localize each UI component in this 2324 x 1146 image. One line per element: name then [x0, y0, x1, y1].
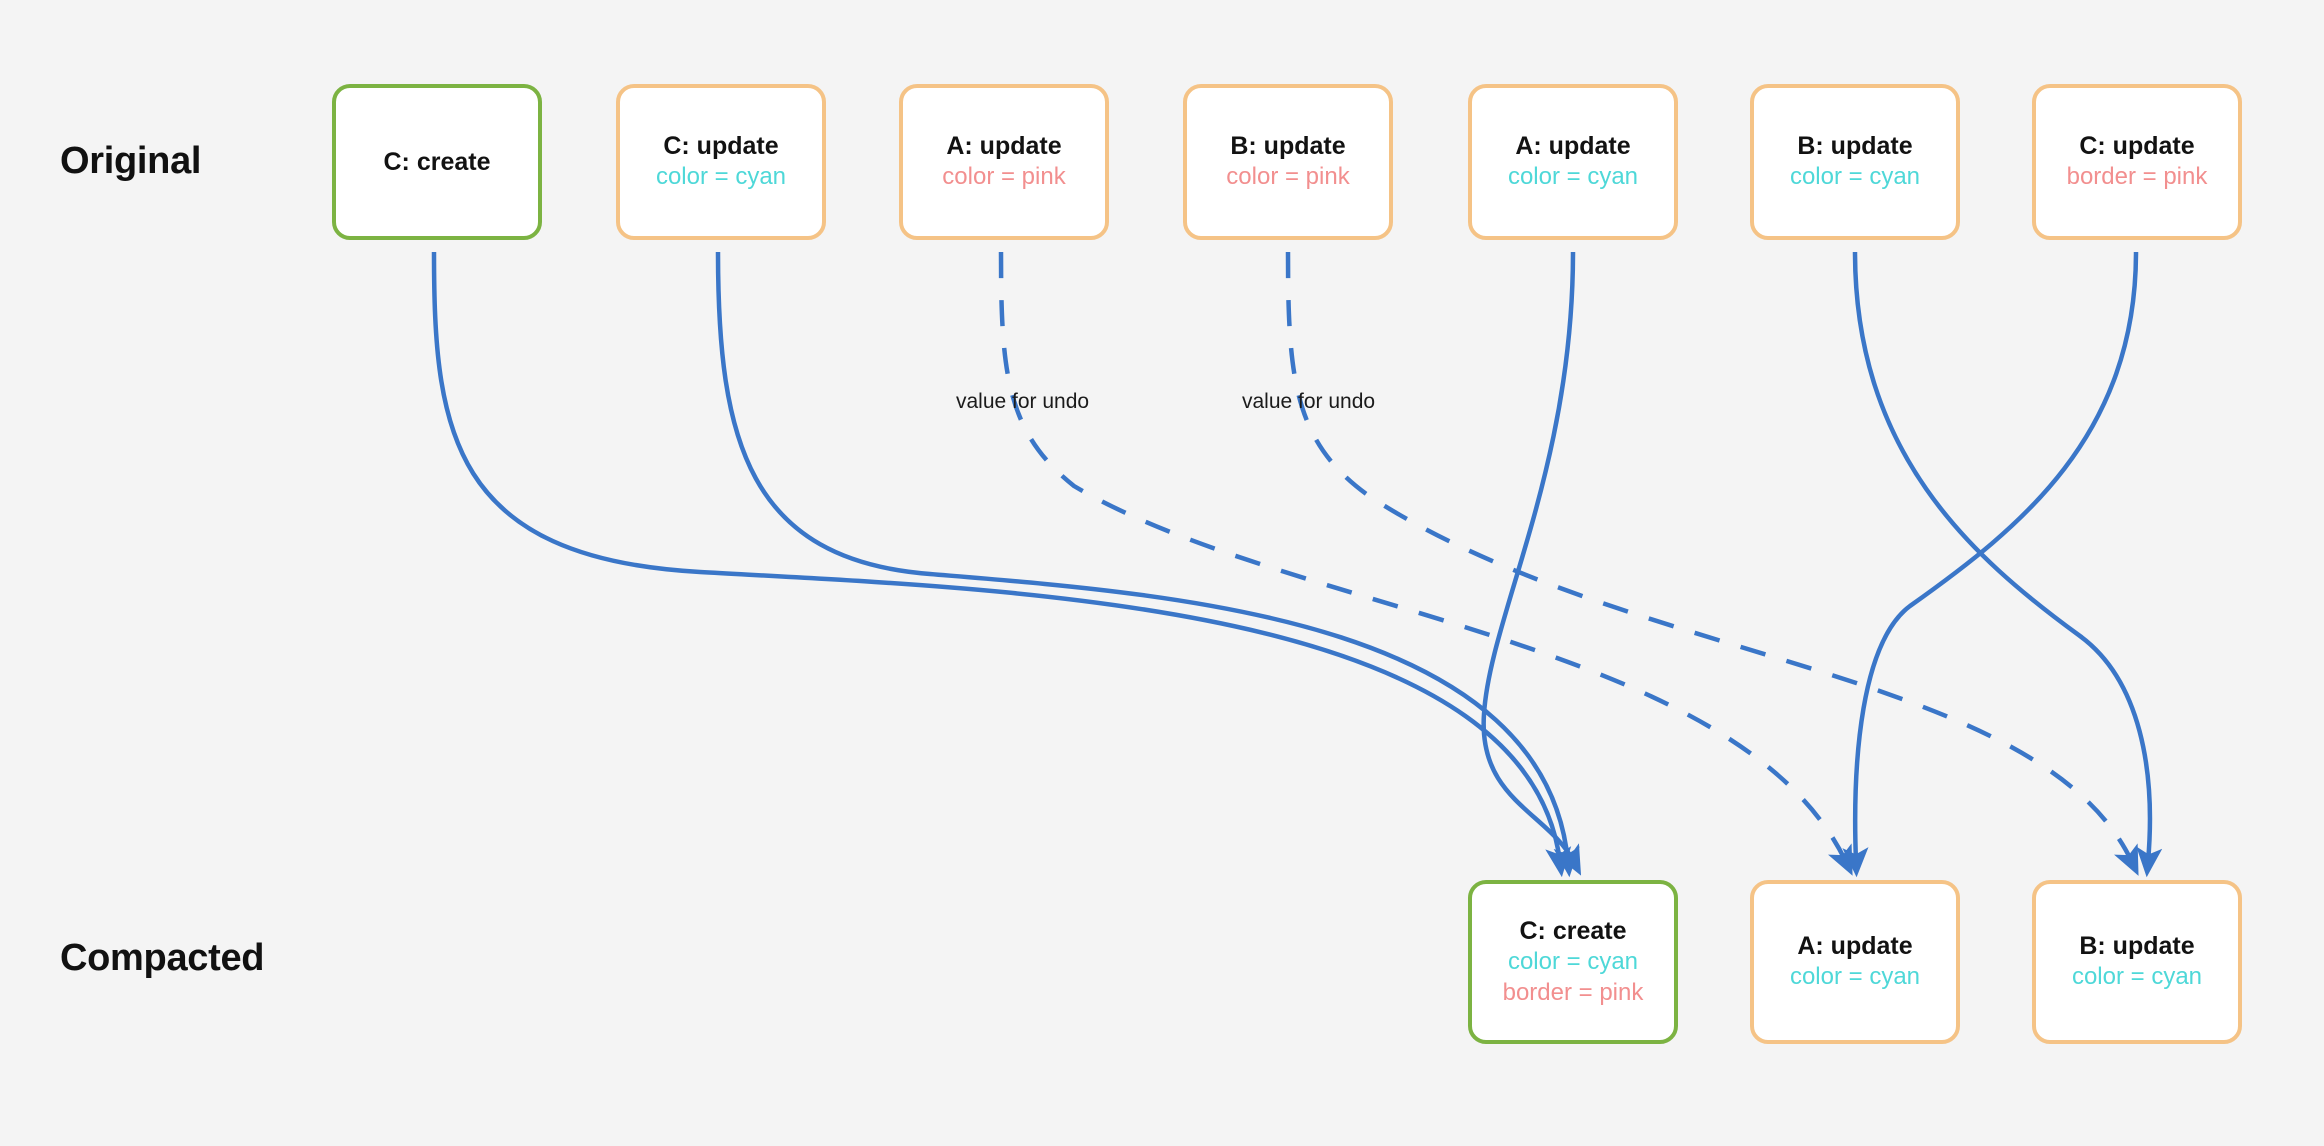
node-attr-cyan: color = cyan [1507, 163, 1639, 191]
edge-o6-c3 [1852, 251, 2163, 878]
edge-o4-c3 [1285, 251, 2139, 876]
edge-o1-c1 [431, 251, 1572, 878]
node-title: B: update [1797, 132, 1913, 161]
node-attr-cyan: color = cyan [1507, 948, 1639, 976]
edge-label-lbl-undo-b: value for undo [1242, 390, 1376, 413]
node-title: B: update [1230, 132, 1346, 161]
edge-label-lbl-undo-a: value for undo [956, 390, 1090, 413]
node-attr-cyan: color = cyan [1789, 963, 1921, 991]
node-attr-pink: border = pink [2066, 163, 2208, 191]
node-title: C: create [383, 147, 491, 176]
edge-o3-c2 [998, 251, 1853, 876]
node-attr-cyan: color = cyan [1789, 163, 1921, 191]
node-attr-pink: color = pink [942, 163, 1066, 191]
edge-o2-c1 [715, 251, 1580, 878]
node-title: A: update [1515, 132, 1631, 161]
node-title: C: update [663, 132, 779, 161]
row-label-original: Original [60, 140, 202, 182]
row-label-compacted: Compacted [60, 937, 265, 979]
edge-o7-c2 [1842, 251, 2139, 878]
node-attr-cyan: color = cyan [2071, 963, 2203, 991]
node-attr-pink: color = pink [1226, 163, 1350, 191]
node-title: A: update [946, 132, 1062, 161]
node-title: C: update [2079, 132, 2195, 161]
node-title: C: create [1519, 917, 1627, 946]
node-title: A: update [1797, 932, 1913, 961]
node-title: B: update [2079, 932, 2195, 961]
node-attr-cyan: color = cyan [655, 163, 787, 191]
edge-o5-c1 [1481, 251, 1582, 876]
node-attr-pink: border = pink [1502, 978, 1644, 1006]
original-node-o1[interactable]: C: create [332, 84, 542, 240]
